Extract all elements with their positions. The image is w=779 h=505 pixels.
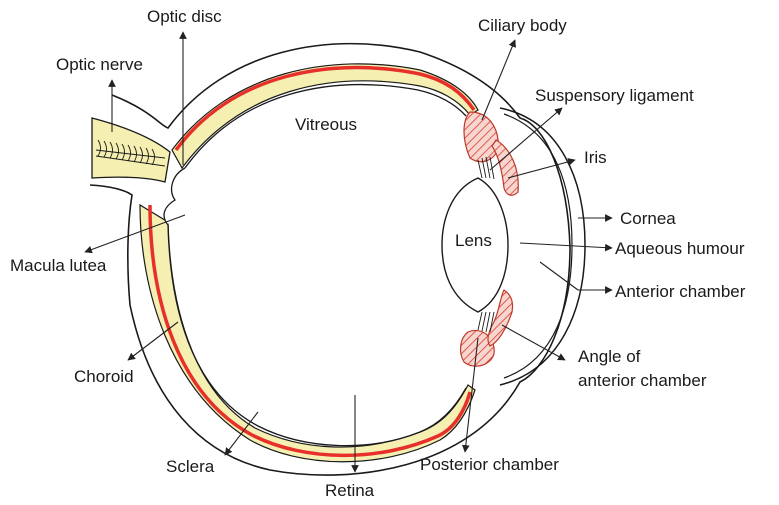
label-anterior-chamber: Anterior chamber xyxy=(615,282,746,301)
label-ciliary-body: Ciliary body xyxy=(478,16,567,35)
label-retina: Retina xyxy=(325,481,375,500)
label-aqueous-humour: Aqueous humour xyxy=(615,239,745,258)
label-lens: Lens xyxy=(455,231,492,250)
label-choroid: Choroid xyxy=(74,367,134,386)
label-optic-nerve: Optic nerve xyxy=(56,55,143,74)
label-posterior-chamber: Posterior chamber xyxy=(420,455,559,474)
label-iris: Iris xyxy=(584,148,607,167)
label-cornea: Cornea xyxy=(620,209,676,228)
label-angle-line1: Angle of xyxy=(578,347,641,366)
label-vitreous: Vitreous xyxy=(295,115,357,134)
label-angle-line2: anterior chamber xyxy=(578,371,707,390)
label-sclera: Sclera xyxy=(166,457,215,476)
label-macula-lutea: Macula lutea xyxy=(10,256,107,275)
label-optic-disc: Optic disc xyxy=(147,7,222,26)
label-suspensory-ligament: Suspensory ligament xyxy=(535,86,694,105)
